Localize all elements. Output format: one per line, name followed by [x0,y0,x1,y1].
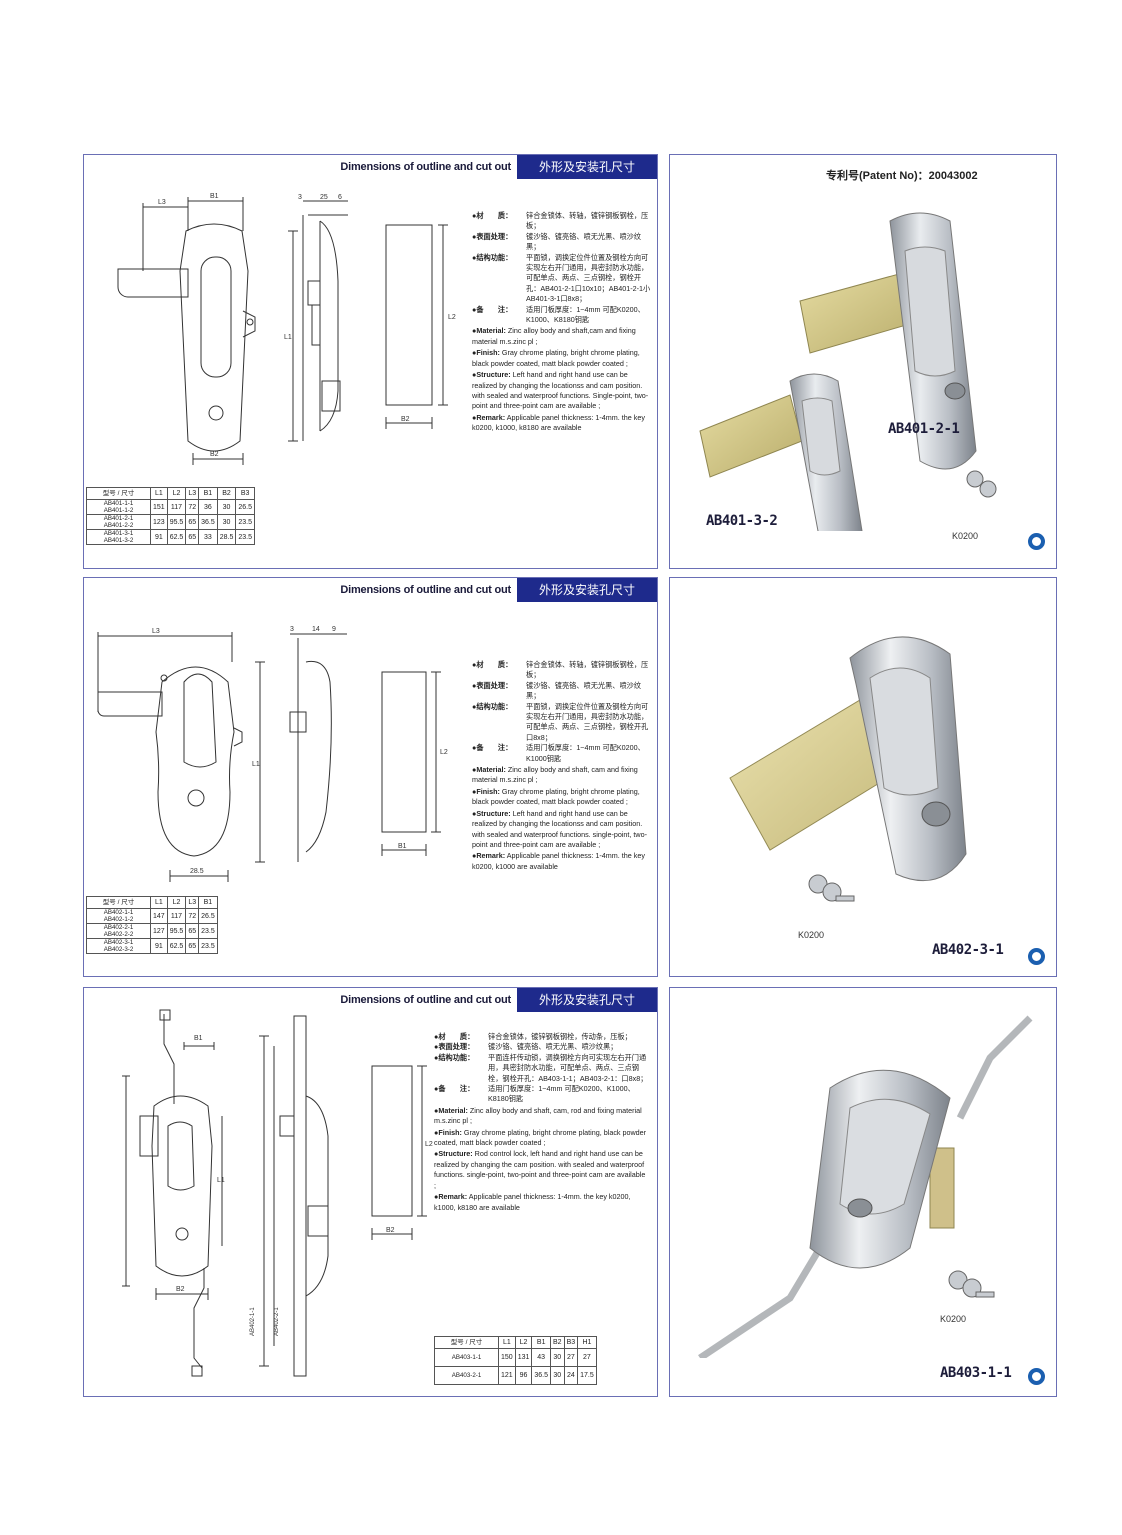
header-cn: 外形及安装孔尺寸 [517,155,657,179]
dim-b1: B1 [194,1035,203,1042]
dim-ab402-1-1: AB402-1-1 [250,1307,256,1336]
header-en: Dimensions of outline and cut out [340,584,511,596]
dim-b2-cut: B2 [386,1227,395,1234]
key-label: K0200 [952,531,979,541]
spec-panel-ab403: Dimensions of outline and cut out 外形及安装孔… [83,987,658,1397]
section-header: Dimensions of outline and cut out 外形及安装孔… [340,578,657,602]
technical-drawing: L3 3 14 9 L1 L2 28.5 B1 [92,622,468,892]
dim-l3: L3 [158,199,166,206]
key-label: K0200 [940,1314,967,1324]
dim-l3: L3 [152,628,160,635]
key-icon [798,868,858,916]
product-photo [710,618,1030,918]
model-label: AB401-2-1 [888,421,960,437]
key-label: K0200 [798,930,825,940]
dim-b2-cut: B2 [401,416,410,423]
dim-l2: L2 [425,1141,433,1148]
model-label: AB402-3-1 [932,942,1004,958]
header-en: Dimensions of outline and cut out [340,161,511,173]
section-header: Dimensions of outline and cut out 外形及安装孔… [340,155,657,179]
product-photo [690,998,1040,1358]
dim-9: 9 [332,626,336,633]
photo-panel-ab403: K0200 AB403-1-1 [669,987,1057,1397]
spec-text: ●材 质：锌合金锁体、转轴，镀锌钢板钢栓，压板； ●表面处理：镀沙铬、镀亮铬、喷… [472,211,651,433]
technical-drawing: B1 L1 B2 L2 B2 AB402-1-1 AB402-2-1 [104,1006,434,1386]
dim-6: 6 [338,194,342,201]
ring-icon [1028,1368,1045,1385]
dim-l2: L2 [440,749,448,756]
technical-drawing: L3 B1 3 25 6 L1 L2 B2 B2 [98,191,468,481]
dim-l1: L1 [252,761,260,768]
spec-text: ●材 质：锌合金锁体、转轴，镀锌钢板钢栓，压板； ●表面处理：镀沙铬、镀亮铬、喷… [472,660,649,871]
dim-3: 3 [290,626,294,633]
dim-l2: L2 [448,314,456,321]
dim-b2-front: B2 [176,1286,185,1293]
ring-icon [1028,948,1045,965]
photo-panel-ab402: K0200 AB402-3-1 [669,577,1057,977]
patent-number: 专利号(Patent No)：20043002 [826,170,978,182]
dim-b1: B1 [398,843,407,850]
ring-icon [1028,533,1045,550]
dim-14: 14 [312,626,320,633]
model-label: AB401-3-2 [706,513,778,529]
header-en: Dimensions of outline and cut out [340,994,511,1006]
section-header: Dimensions of outline and cut out 外形及安装孔… [340,988,657,1012]
dim-28-5: 28.5 [190,868,204,875]
spec-panel-ab402: Dimensions of outline and cut out 外形及安装孔… [83,577,658,977]
key-icon [938,1264,1002,1312]
dim-l1: L1 [284,334,292,341]
model-label: AB403-1-1 [940,1365,1012,1381]
dim-b2-front: B2 [210,451,219,458]
dim-b1: B1 [210,193,219,200]
dim-ab402-2-1: AB402-2-1 [274,1307,280,1336]
photo-panel-ab401: 专利号(Patent No)：20043002 AB401-2-1 AB [669,154,1057,569]
product-photo [690,191,1040,531]
dim-3: 3 [298,194,302,201]
spec-text: ●材 质：锌合金锁体，镀锌钢板钢栓，传动条，压板； ●表面处理：镀沙铬、镀亮铬、… [434,1032,648,1212]
dim-l1: L1 [217,1177,225,1184]
spec-panel-ab401: Dimensions of outline and cut out 外形及安装孔… [83,154,658,569]
dim-25: 25 [320,194,328,201]
header-cn: 外形及安装孔尺寸 [517,988,657,1012]
header-cn: 外形及安装孔尺寸 [517,578,657,602]
